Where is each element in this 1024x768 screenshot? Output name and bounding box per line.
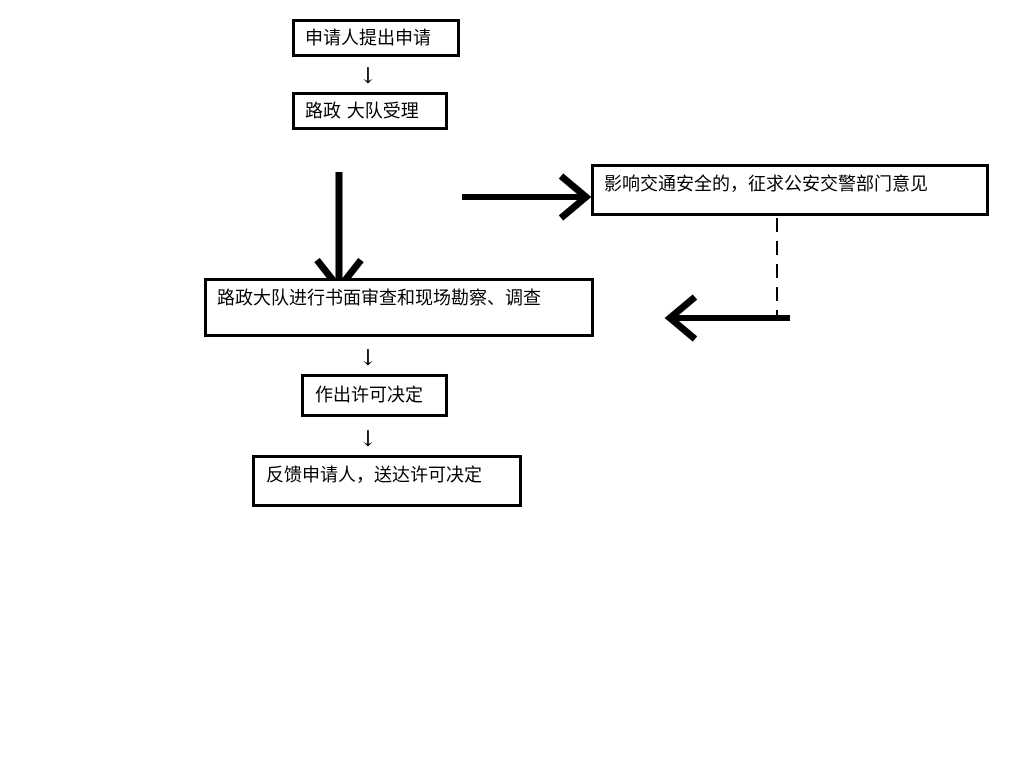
left-arrow-icon [664, 294, 790, 342]
small-down-arrow-icon: ↓ [358, 346, 378, 371]
down-arrow-icon [314, 172, 364, 294]
node-police-consult-label: 影响交通安全的，征求公安交警部门意见 [604, 174, 928, 195]
node-apply: 申请人提出申请 [292, 19, 460, 57]
node-decide-label: 作出许可决定 [315, 385, 423, 406]
small-down-arrow-icon: ↓ [358, 64, 378, 89]
node-accept: 路政 大队受理 [292, 92, 448, 130]
node-accept-label: 路政 大队受理 [305, 101, 419, 122]
node-review: 路政大队进行书面审查和现场勘察、调查 [204, 278, 594, 337]
node-decide: 作出许可决定 [301, 374, 448, 417]
node-apply-label: 申请人提出申请 [305, 28, 431, 49]
node-review-label: 路政大队进行书面审查和现场勘察、调查 [217, 288, 541, 309]
node-police-consult: 影响交通安全的，征求公安交警部门意见 [591, 164, 989, 216]
node-feedback-label: 反馈申请人，送达许可决定 [266, 465, 482, 486]
small-down-arrow-icon: ↓ [358, 427, 378, 452]
right-arrow-icon [462, 173, 592, 221]
node-feedback: 反馈申请人，送达许可决定 [252, 455, 522, 507]
